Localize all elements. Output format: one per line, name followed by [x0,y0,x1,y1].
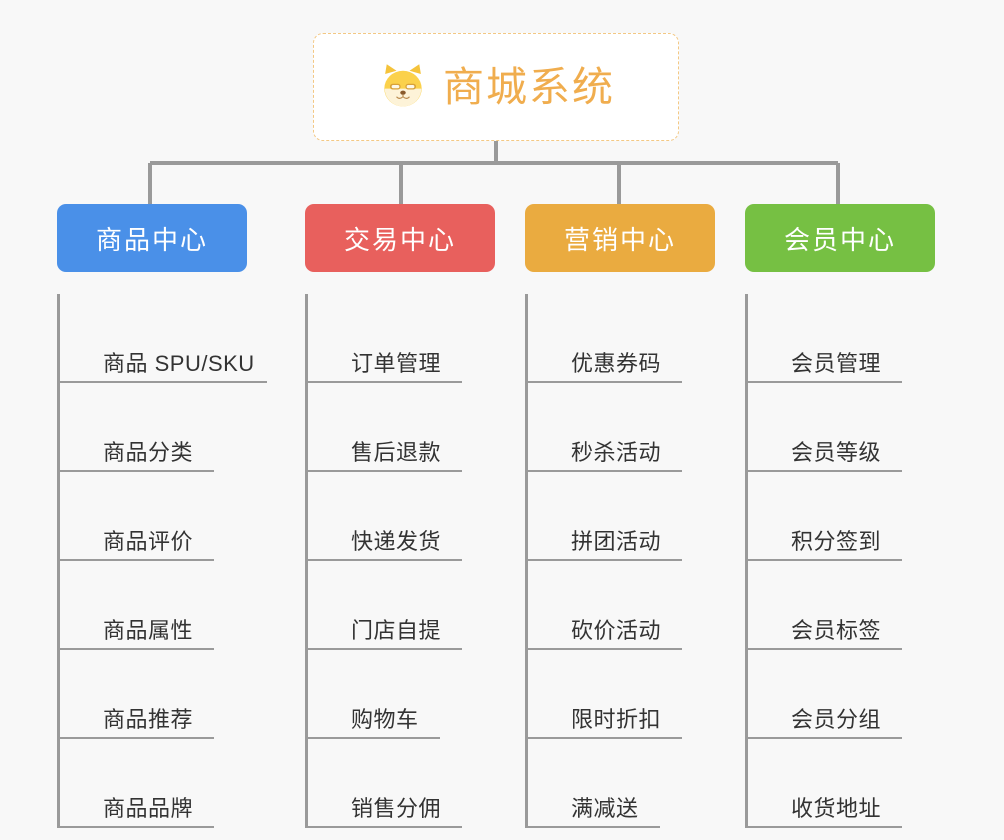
leaf-list-marketing: 优惠券码 秒杀活动 拼团活动 砍价活动 限时折扣 满减送 [525,294,715,828]
category-column-member: 会员中心 会员管理 会员等级 积分签到 会员标签 会员分组 [745,204,935,828]
leaf-list-product: 商品 SPU/SKU 商品分类 商品评价 商品属性 商品推荐 商品品牌 [57,294,267,828]
leaf-item[interactable]: 会员等级 [747,383,935,472]
leaf-list-trade: 订单管理 售后退款 快递发货 门店自提 购物车 销售分佣 [305,294,495,828]
leaf-label: 快递发货 [351,528,442,554]
category-box-member[interactable]: 会员中心 [745,204,935,272]
leaf-item[interactable]: 门店自提 [307,561,495,650]
leaf-item[interactable]: 拼团活动 [527,472,715,561]
leaf-item[interactable]: 会员分组 [747,650,935,739]
leaf-item[interactable]: 快递发货 [307,472,495,561]
category-box-marketing[interactable]: 营销中心 [525,204,715,272]
leaf-item[interactable]: 销售分佣 [307,739,495,828]
leaf-item[interactable]: 订单管理 [307,294,495,383]
leaf-label: 会员分组 [791,706,882,732]
category-column-product: 商品中心 商品 SPU/SKU 商品分类 商品评价 商品属性 商品推荐 [57,204,267,828]
shiba-dog-face-icon [377,61,429,113]
category-label: 营销中心 [563,224,676,255]
leaf-label: 会员标签 [791,617,882,643]
leaf-label: 拼团活动 [571,528,662,554]
category-column-trade: 交易中心 订单管理 售后退款 快递发货 门店自提 购物车 [305,204,495,828]
leaf-label: 积分签到 [791,528,882,554]
leaf-item[interactable]: 砍价活动 [527,561,715,650]
category-label: 商品中心 [95,224,208,255]
leaf-label: 商品评价 [103,528,194,554]
leaf-label: 商品 SPU/SKU [103,350,255,376]
leaf-label: 优惠券码 [571,350,662,376]
leaf-label: 销售分佣 [351,795,442,821]
leaf-item[interactable]: 售后退款 [307,383,495,472]
leaf-item[interactable]: 商品评价 [59,472,247,561]
leaf-item[interactable]: 优惠券码 [527,294,715,383]
leaf-item[interactable]: 满减送 [527,739,715,828]
leaf-label: 限时折扣 [571,706,662,732]
leaf-item[interactable]: 商品分类 [59,383,247,472]
leaf-label: 订单管理 [351,350,442,376]
leaf-item[interactable]: 商品品牌 [59,739,247,828]
leaf-label: 满减送 [571,795,639,821]
category-box-product[interactable]: 商品中心 [57,204,247,272]
leaf-item[interactable]: 限时折扣 [527,650,715,739]
root-title: 商城系统 [443,63,615,110]
leaf-item[interactable]: 收货地址 [747,739,935,828]
leaf-label: 商品分类 [103,439,194,465]
category-label: 会员中心 [783,224,896,255]
leaf-item[interactable]: 会员标签 [747,561,935,650]
leaf-label: 售后退款 [351,439,442,465]
root-node[interactable]: 商城系统 [313,33,679,141]
leaf-label: 秒杀活动 [571,439,662,465]
leaf-label: 收货地址 [791,795,882,821]
leaf-label: 会员管理 [791,350,882,376]
leaf-list-member: 会员管理 会员等级 积分签到 会员标签 会员分组 收货地址 [745,294,935,828]
leaf-label: 商品属性 [103,617,194,643]
leaf-label: 会员等级 [791,439,882,465]
leaf-label: 商品推荐 [103,706,194,732]
category-box-trade[interactable]: 交易中心 [305,204,495,272]
leaf-item[interactable]: 秒杀活动 [527,383,715,472]
leaf-item[interactable]: 购物车 [307,650,495,739]
leaf-label: 门店自提 [351,617,442,643]
leaf-item[interactable]: 积分签到 [747,472,935,561]
category-label: 交易中心 [343,224,456,255]
leaf-label: 购物车 [351,706,419,732]
leaf-item[interactable]: 商品 SPU/SKU [59,294,267,383]
leaf-label: 砍价活动 [571,617,662,643]
leaf-item[interactable]: 会员管理 [747,294,935,383]
category-column-marketing: 营销中心 优惠券码 秒杀活动 拼团活动 砍价活动 限时折扣 [525,204,715,828]
leaf-label: 商品品牌 [103,795,194,821]
leaf-item[interactable]: 商品属性 [59,561,247,650]
leaf-item[interactable]: 商品推荐 [59,650,247,739]
